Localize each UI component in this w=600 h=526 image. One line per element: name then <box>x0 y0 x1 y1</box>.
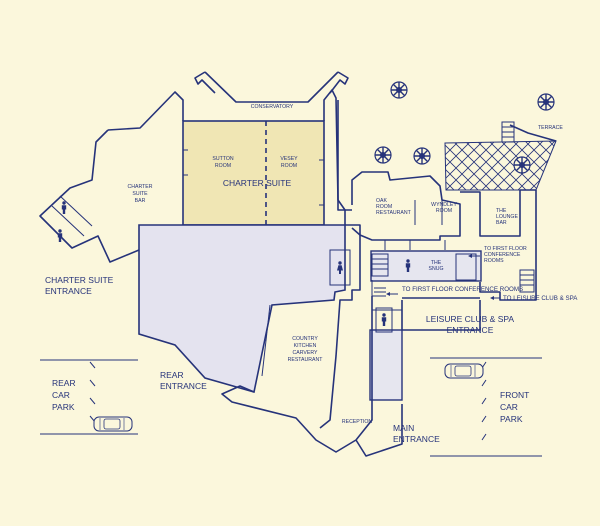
building-walls <box>39 71 537 457</box>
leisure-entrance-label-2: ENTRANCE <box>447 325 494 335</box>
terrace-label: TERRACE <box>538 125 563 131</box>
lounge-bar-label-2: LOUNGE <box>496 214 518 220</box>
terrace-area <box>444 124 557 191</box>
the-snug-label-1: THE <box>431 260 442 266</box>
rear-entrance-label-2: ENTRANCE <box>160 381 207 391</box>
oak-room-label-1: OAK <box>376 198 387 204</box>
the-snug-label-2: SNUG <box>429 266 444 272</box>
charter-suite-bar-label-1: CHARTER <box>128 184 153 190</box>
country-kitchen-label-2: KITCHEN <box>294 343 317 349</box>
main-entrance-label-2: ENTRANCE <box>393 434 440 444</box>
sutton-room-label-2: ROOM <box>215 163 231 169</box>
country-kitchen-label-3: CARVERY <box>293 350 318 356</box>
leisure-entrance-label-1: LEISURE CLUB & SPA <box>426 314 515 324</box>
rear-car-park-bays <box>40 359 138 435</box>
first-floor-upper-label-2: CONFERENCE <box>484 252 521 258</box>
car-icon <box>93 416 133 432</box>
oak-room-label-3: RESTAURANT <box>376 210 412 216</box>
tree-icon <box>374 146 392 164</box>
front-car-park-bays <box>430 357 542 457</box>
sutton-room-label-1: SUTTON <box>212 156 233 162</box>
charter-suite-entrance-label-1: CHARTER SUITE <box>45 275 114 285</box>
first-floor-upper-label-1: TO FIRST FLOOR <box>484 246 527 252</box>
tree-icon <box>413 147 431 165</box>
charter-suite-room <box>182 120 325 226</box>
front-car-park-label-1: FRONT <box>500 390 529 400</box>
lounge-bar-label-1: THE <box>496 208 507 214</box>
rear-car-park-label-3: PARK <box>52 402 75 412</box>
front-car-park-label-2: CAR <box>500 402 518 412</box>
toilet-person-icon <box>57 229 63 242</box>
toilet-person-icon <box>381 313 387 326</box>
snug-block <box>370 250 482 282</box>
leisure-club-direction-label: TO LEISURE CLUB & SPA <box>503 295 578 302</box>
conservatory-label: CONSERVATORY <box>251 104 294 110</box>
reception-label: RECEPTION <box>342 419 373 425</box>
charter-suite-bar-label-2: SUITE <box>132 191 148 197</box>
oak-room-label-2: ROOM <box>376 204 392 210</box>
rear-car-park-label-2: CAR <box>52 390 70 400</box>
stairs-icon <box>371 121 535 297</box>
tree-icon <box>537 93 555 111</box>
main-entrance-label-1: MAIN <box>393 423 414 433</box>
tree-icon <box>513 156 531 174</box>
car-icon <box>444 363 484 379</box>
toilet-block-charter <box>39 195 93 249</box>
vesey-room-label-2: ROOM <box>281 163 297 169</box>
arrow-icon <box>386 254 500 300</box>
charter-suite-label: CHARTER SUITE <box>223 178 292 188</box>
side-block <box>369 329 403 401</box>
charter-suite-entrance-label-2: ENTRANCE <box>45 286 92 296</box>
vesey-room-label-1: VESEY <box>280 156 298 162</box>
first-floor-lower-label: TO FIRST FLOOR CONFERENCE ROOMS <box>402 286 523 293</box>
main-hall-room <box>138 224 346 394</box>
first-floor-upper-label-3: ROOMS <box>484 258 504 264</box>
toilet-person-icon <box>61 201 67 214</box>
rear-entrance-label-1: REAR <box>160 370 184 380</box>
front-car-park-label-3: PARK <box>500 414 523 424</box>
lounge-bar-label-3: BAR <box>496 220 507 226</box>
charter-suite-bar-label-3: BAR <box>135 198 146 204</box>
rear-car-park-label-1: REAR <box>52 378 76 388</box>
wyndley-room-label-2: ROOM <box>436 208 452 214</box>
wyndley-room-label-1: WYNDLEY <box>431 202 457 208</box>
country-kitchen-label-1: COUNTRY <box>292 336 318 342</box>
country-kitchen-label-4: RESTAURANT <box>288 357 324 363</box>
tree-icon <box>390 81 408 99</box>
